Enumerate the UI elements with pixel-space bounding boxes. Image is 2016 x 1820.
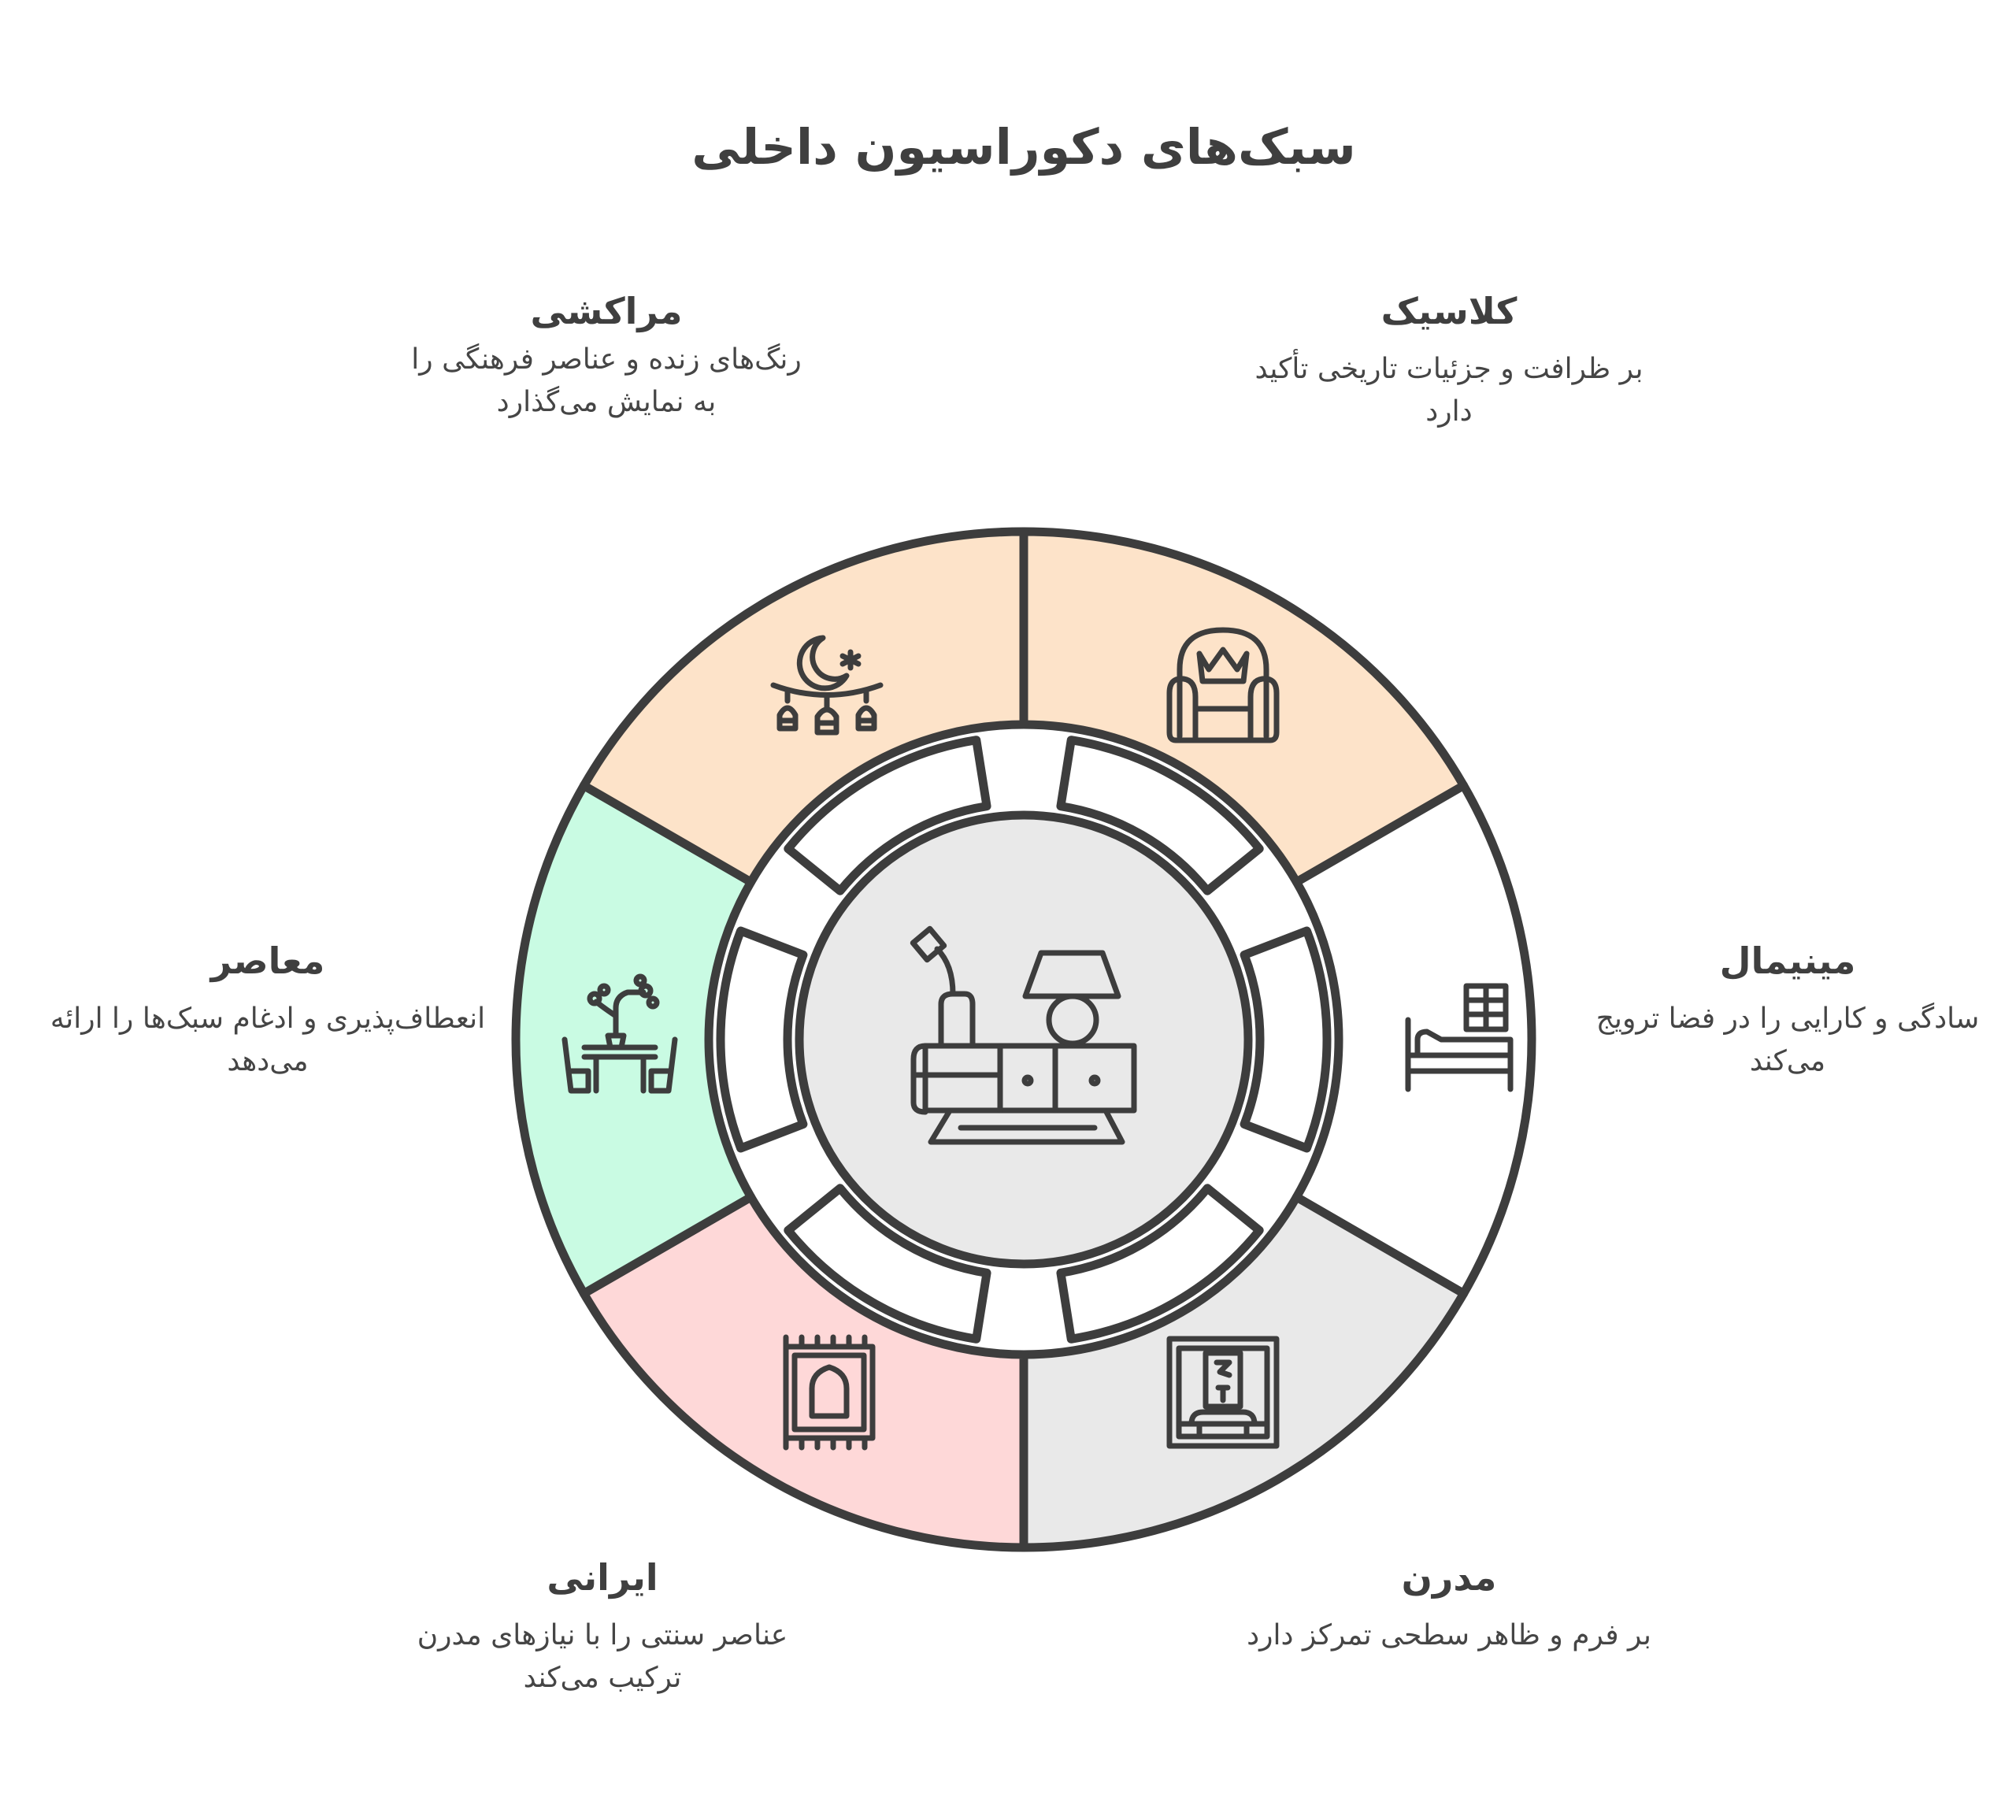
segment-contemporary: [511, 781, 756, 1298]
ring-block-iranian: [784, 1184, 991, 1344]
crescent-lanterns-icon: [770, 635, 884, 736]
center-hub: [795, 810, 1253, 1269]
crown-armchair-icon: [1166, 627, 1280, 743]
persian-rug-icon: [783, 1334, 876, 1451]
ring-block-minimal: [1240, 926, 1332, 1153]
label-iranian: ایرانی عناصر سنتی را با نیازهای مدرن ترک…: [394, 1550, 811, 1700]
description-contemporary: انعطاف‌پذیری و ادغام سبک‌ها را ارائه می‌…: [50, 1003, 486, 1077]
description-iranian: عناصر سنتی را با نیازهای مدرن ترکیب می‌ک…: [417, 1619, 788, 1694]
heading-moroccan: مراکشی: [530, 290, 683, 332]
ring-block-classic: [1056, 736, 1264, 895]
heading-minimal: مینیمال: [1719, 940, 1856, 982]
description-moroccan: رنگ‌های زنده و عناصر فرهنگی را به نمایش …: [411, 343, 802, 418]
heading-iranian: ایرانی: [547, 1556, 658, 1599]
ring-segments: [716, 736, 1332, 1344]
page-title: سبک‌های دکوراسیون داخلی: [691, 118, 1356, 176]
segment-modern: [1019, 1192, 1469, 1552]
framed-art-icon: [1166, 1336, 1280, 1449]
heading-classic: کلاسیک: [1380, 290, 1518, 332]
heading-modern: مدرن: [1401, 1556, 1497, 1599]
segment-iranian: [579, 1192, 1028, 1552]
ring-block-modern: [1056, 1184, 1264, 1344]
label-minimal: مینیمال سادگی و کارایی را در فضا ترویج م…: [1591, 933, 1984, 1083]
description-minimal: سادگی و کارایی را در فضا ترویج می‌کند: [1595, 1003, 1980, 1077]
ring-block-contemporary: [716, 926, 808, 1153]
segment-moroccan: [579, 527, 1028, 887]
heading-contemporary: معاصر: [210, 940, 325, 982]
ring-block-moroccan: [784, 736, 991, 895]
label-modern: مدرن بر فرم و ظاهر سطحی تمرکز دارد: [1244, 1550, 1654, 1657]
outer-segments: [511, 527, 1536, 1552]
plant-table-icon: [561, 973, 678, 1094]
label-contemporary: معاصر انعطاف‌پذیری و ادغام سبک‌ها را ارا…: [47, 933, 488, 1083]
description-classic: بر ظرافت و جزئیات تاریخی تأکید دارد: [1254, 353, 1644, 428]
living-room-furniture-icon: [910, 925, 1137, 1145]
label-classic: کلاسیک بر ظرافت و جزئیات تاریخی تأکید دا…: [1244, 284, 1654, 433]
bed-window-icon: [1405, 983, 1514, 1092]
segment-minimal: [1292, 781, 1536, 1298]
description-modern: بر فرم و ظاهر سطحی تمرکز دارد: [1247, 1619, 1651, 1651]
label-moroccan: مراکشی رنگ‌های زنده و عناصر فرهنگی را به…: [410, 284, 803, 424]
